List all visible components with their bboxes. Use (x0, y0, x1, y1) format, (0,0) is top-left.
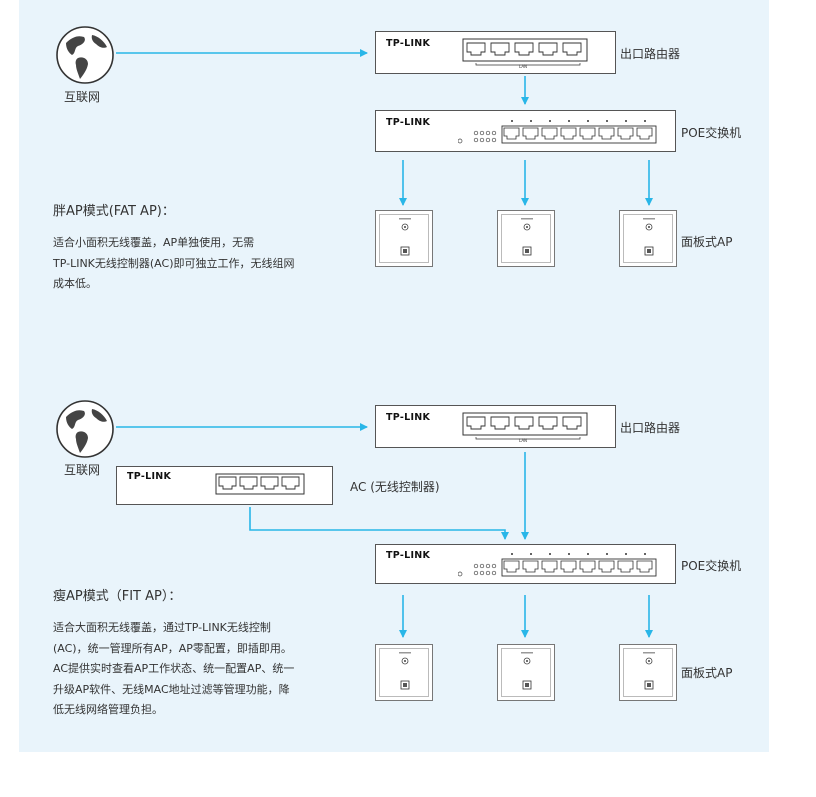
fit-ap-description: 适合大面积无线覆盖，通过TP-LINK无线控制 (AC)，统一管理所有AP，AP… (53, 618, 294, 721)
panel-ap-face (379, 648, 429, 697)
internet-label: 互联网 (64, 90, 101, 104)
switch-indicators (458, 553, 657, 577)
router-ports (462, 38, 588, 66)
panel-ap-label-1: 面板式AP (681, 235, 733, 249)
fat-ap-line: 成本低。 (53, 277, 97, 290)
switch-brand: TP-LINK (386, 550, 431, 561)
panel-ap-face (501, 214, 551, 263)
router-brand: TP-LINK (386, 412, 431, 423)
panel-ap-2b (497, 644, 555, 701)
router-device-1: TP-LINK LAN (375, 31, 616, 74)
poe-switch-device-1: TP-LINK (375, 110, 676, 152)
panel-ap-icon (643, 218, 655, 256)
panel-ap-icon (521, 652, 533, 690)
globe-icon (56, 400, 114, 458)
panel-ap-icon (521, 218, 533, 256)
panel-ap-label-2: 面板式AP (681, 666, 733, 680)
ac-controller-label: AC (无线控制器) (350, 480, 440, 494)
panel-ap-2a (375, 644, 433, 701)
router-ports (462, 412, 588, 440)
poe-switch-device-2: TP-LINK (375, 544, 676, 584)
fit-ap-line: AC提供实时查看AP工作状态、统一配置AP、统一 (53, 662, 295, 675)
panel-ap-1b (497, 210, 555, 267)
poe-switch-label-1: POE交换机 (681, 126, 742, 140)
panel-ap-face (501, 648, 551, 697)
router-label-2: 出口路由器 (620, 421, 681, 435)
fit-ap-title: 瘦AP模式（FIT AP）： (53, 589, 182, 604)
fit-ap-line: 低无线网络管理负担。 (53, 703, 163, 716)
poe-switch-label-2: POE交换机 (681, 559, 742, 573)
fat-ap-line: TP-LINK无线控制器(AC)即可独立工作，无线组网 (53, 256, 295, 270)
router-lan-label: LAN (519, 64, 528, 69)
switch-brand: TP-LINK (386, 117, 431, 128)
fit-ap-line: 适合大面积无线覆盖，通过TP-LINK无线控制 (53, 621, 271, 634)
panel-ap-1a (375, 210, 433, 267)
panel-ap-2c (619, 644, 677, 701)
router-label-1: 出口路由器 (620, 47, 681, 61)
panel-ap-1c (619, 210, 677, 267)
internet-label: 互联网 (64, 463, 101, 477)
fit-ap-line: (AC)，统一管理所有AP，AP零配置，即插即用。 (53, 641, 292, 655)
router-lan-label: LAN (519, 438, 528, 443)
fat-ap-line: 适合小面积无线覆盖，AP单独使用，无需 (53, 236, 255, 249)
panel-ap-icon (399, 218, 411, 256)
ac-brand: TP-LINK (127, 471, 172, 482)
fit-ap-line: 升级AP软件、无线MAC地址过滤等管理功能，降 (53, 682, 290, 696)
ac-ports (215, 473, 305, 495)
router-device-2: TP-LINK LAN (375, 405, 616, 448)
fat-ap-description: 适合小面积无线覆盖，AP单独使用，无需 TP-LINK无线控制器(AC)即可独立… (53, 233, 295, 295)
ac-controller-device: TP-LINK (116, 466, 333, 505)
panel-ap-face (379, 214, 429, 263)
panel-ap-icon (399, 652, 411, 690)
globe-icon (56, 26, 114, 84)
panel-ap-face (623, 214, 673, 263)
fat-ap-title: 胖AP模式(FAT AP)： (53, 204, 175, 219)
switch-indicators (458, 120, 657, 144)
panel-ap-face (623, 648, 673, 697)
router-brand: TP-LINK (386, 38, 431, 49)
panel-ap-icon (643, 652, 655, 690)
